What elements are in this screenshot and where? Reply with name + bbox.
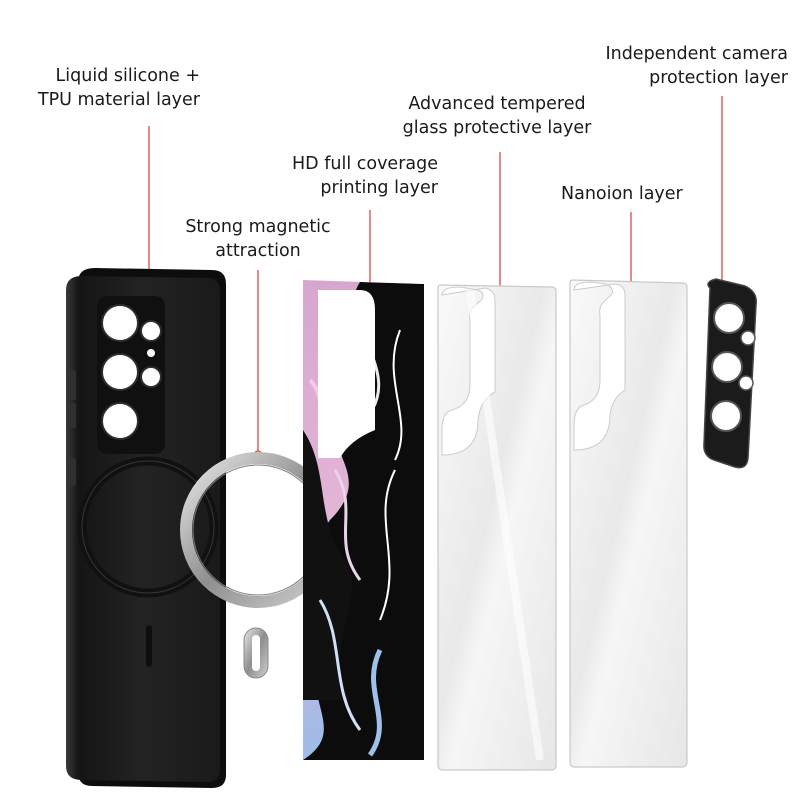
callout-nanoion: Nanoion layer bbox=[561, 184, 683, 204]
callout-silicone-layer: Liquid silicone + TPU material layer bbox=[37, 66, 200, 110]
callout-tempered-glass: Advanced tempered glass protective layer bbox=[402, 94, 592, 138]
tempered-glass-icon bbox=[437, 284, 557, 771]
callout-magnetic: Strong magnetic attraction bbox=[185, 217, 331, 261]
phone-case-icon bbox=[66, 268, 226, 788]
callout-camera-protection: Independent camera protection layer bbox=[605, 44, 788, 88]
callout-printing-layer: HD full coverage printing layer bbox=[292, 154, 438, 198]
nanoion-sheet-icon bbox=[569, 279, 688, 768]
camera-lens-protector-icon bbox=[703, 278, 758, 469]
printed-layer-icon bbox=[303, 280, 424, 760]
leader-lines bbox=[148, 96, 723, 455]
